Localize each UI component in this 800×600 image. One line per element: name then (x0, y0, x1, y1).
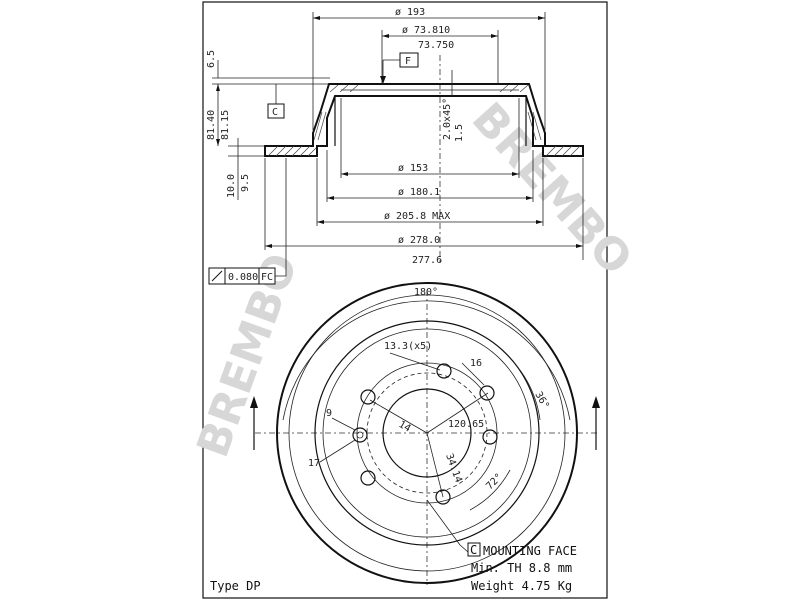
svg-text:0.080: 0.080 (228, 272, 258, 283)
flatness-tolerance: 0.080 FC (208, 158, 287, 285)
outer-rim (276, 282, 578, 584)
dim-d193: ø 193 (395, 7, 425, 18)
dim-d73-750: 73.750 (418, 40, 454, 51)
dim-chamfer: 2.0x45° (442, 98, 453, 140)
disc-profile (264, 83, 584, 157)
dim-d277-6: 277.6 (412, 255, 442, 266)
dim-h6-5: 6.5 (206, 50, 217, 68)
dim-h9-5: 9.5 (240, 174, 251, 192)
dim-h81-15: 81.15 (220, 110, 231, 140)
weight: Weight 4.75 Kg (471, 579, 572, 593)
datum-f-label: F (405, 56, 411, 67)
face-view: 180° 13.3(x5) 16 36° 9 14 120.65 17 34.1… (250, 282, 600, 585)
mounting-face-label: MOUNTING FACE (483, 544, 577, 558)
dim-d73-810: ø 73.810 (402, 25, 450, 36)
dim-angle-180: 180° (414, 287, 438, 298)
dim-d180-1: ø 180.1 (398, 187, 440, 198)
dim-d278-0: ø 278.0 (398, 235, 440, 246)
dim-d153: ø 153 (398, 163, 428, 174)
bolt-holes (352, 363, 498, 505)
mounting-face-ref: C (470, 543, 477, 557)
dim-hole-spec: 13.3(x5) (384, 341, 432, 352)
dim-h1-5: 1.5 (454, 124, 465, 142)
dim-h81-40: 81.40 (206, 110, 217, 140)
dim-h10-0: 10.0 (226, 174, 237, 198)
datum-c-label: C (272, 107, 278, 118)
dim-d205-8: ø 205.8 MAX (384, 211, 450, 222)
section-view: ø 193 ø 73.810 73.750 F 6.5 81.40 81.15 … (206, 7, 584, 285)
dim-pcd: 120.65 (448, 419, 484, 430)
center-bore (382, 388, 472, 478)
dim-14: 14 (397, 419, 413, 435)
svg-text:FC: FC (261, 272, 273, 283)
dim-16: 16 (470, 358, 482, 369)
dim-angle-72: 72° (484, 472, 505, 493)
type-label: Type DP (210, 579, 261, 593)
dim-34-14: 34.14 (443, 452, 464, 484)
min-thickness: Min. TH 8.8 mm (471, 561, 572, 575)
drawing-frame (202, 1, 608, 599)
dim-9: 9 (326, 408, 332, 419)
dim-angle-36: 36° (532, 390, 551, 411)
notes-block: C MOUNTING FACE Min. TH 8.8 mm Weight 4.… (467, 542, 577, 593)
svg-text:BREMBO: BREMBO (462, 93, 642, 285)
datum-f-box (399, 52, 419, 68)
dim-17: 17 (308, 458, 320, 469)
